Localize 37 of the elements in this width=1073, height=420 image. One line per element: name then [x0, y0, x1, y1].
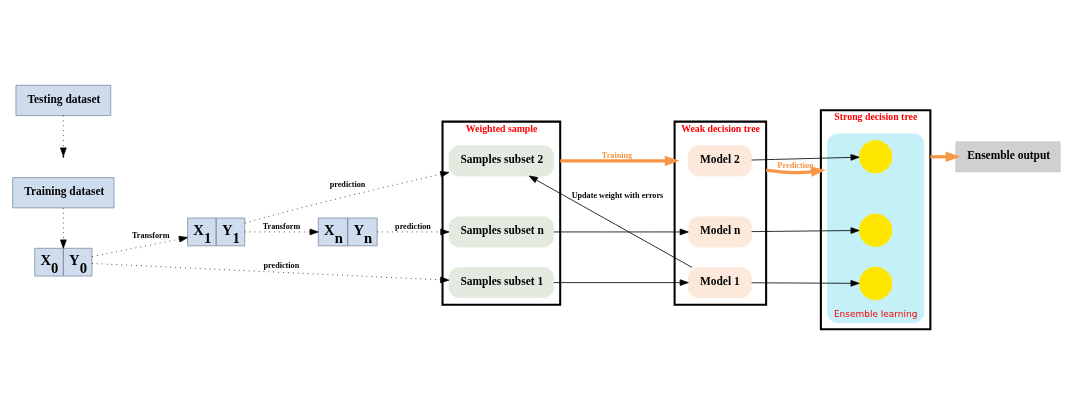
arrow [244, 170, 450, 224]
arrow [60, 114, 67, 156]
arrow [751, 279, 860, 287]
node-box: Model 2 [688, 144, 752, 176]
node-circle [858, 266, 893, 300]
arrow [751, 153, 860, 161]
arrow [91, 235, 188, 257]
arrow [751, 226, 860, 234]
edge-label: Transform [262, 221, 301, 231]
arrow [91, 262, 450, 283]
node-label: Ensemble learning [833, 308, 918, 319]
arrow [244, 228, 319, 235]
edge-label: Prediction [777, 160, 814, 170]
edge-label: prediction [263, 260, 300, 270]
node-circle [858, 139, 893, 173]
node-box: Samples subset 2 [448, 144, 555, 176]
node-box: Testing dataset [15, 84, 112, 116]
edge-label: prediction [329, 179, 366, 189]
edge-label: prediction [395, 221, 431, 231]
arrow [553, 278, 689, 286]
node-box: Samples subset n [448, 215, 555, 247]
arrow [765, 166, 826, 177]
node-box: Model 1 [688, 266, 752, 298]
arrow [528, 175, 693, 268]
node-box: Training dataset [12, 176, 115, 208]
node-circle [858, 213, 893, 247]
cluster [827, 133, 925, 323]
node-box: Ensemble output [955, 140, 1061, 172]
node-box: Samples subset 1 [448, 266, 555, 298]
edge-label: Transform [132, 230, 170, 240]
edge-label: Update weight with errors [571, 190, 664, 200]
arrow [560, 155, 680, 166]
arrow [377, 228, 450, 235]
arrow [553, 228, 689, 235]
edge-label: Training [601, 150, 633, 160]
node-box: Model n [688, 215, 752, 247]
arrow [60, 206, 67, 248]
